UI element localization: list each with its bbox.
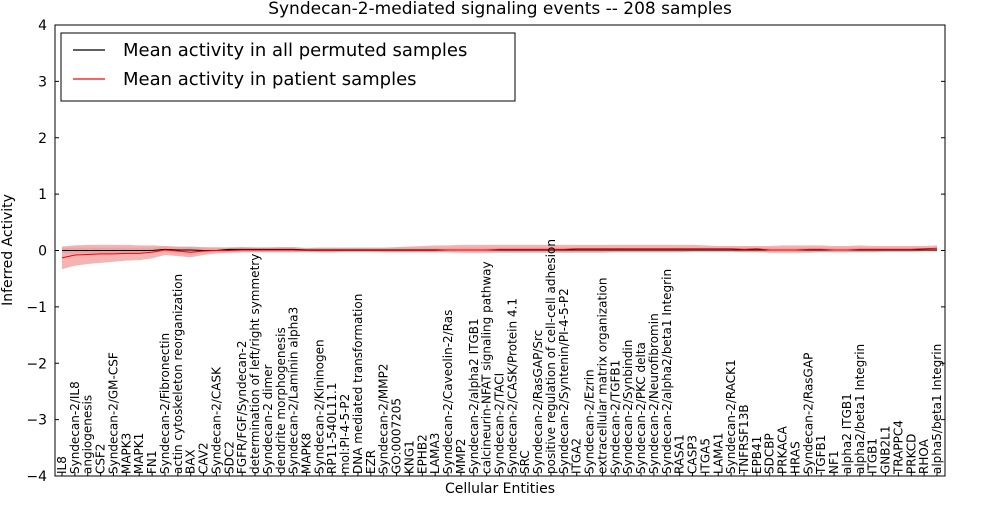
category-label: CSF2 <box>94 443 108 474</box>
category-label: KNG1 <box>402 440 416 474</box>
category-label: calcineurin-NFAT signaling pathway <box>480 261 494 474</box>
legend-label-patient: Mean activity in patient samples <box>123 69 417 90</box>
category-label: TRAPPC4 <box>891 420 905 475</box>
category-label: Syndecan-2/Neurofibromin <box>647 313 661 474</box>
category-label: RASA1 <box>673 434 687 474</box>
category-label: PRKCD <box>904 434 918 474</box>
category-label: EPHB2 <box>415 434 429 474</box>
category-label: RHOA <box>917 438 931 474</box>
category-label: BAX <box>184 449 198 474</box>
category-label: Syndecan-2/TGFB1 <box>608 360 622 474</box>
category-label: EZR <box>364 450 378 474</box>
category-label: MMP2 <box>454 438 468 474</box>
category-label: alpha2 ITGB1 <box>840 393 854 474</box>
y-tick-label: 1 <box>38 187 47 203</box>
category-label: FN1 <box>145 450 159 474</box>
category-label: EPB41 <box>750 436 764 474</box>
y-tick-label: 0 <box>38 244 47 260</box>
category-label: TNFRSF13B <box>737 404 751 475</box>
confidence-bands <box>62 244 937 270</box>
category-label: positive regulation of cell-cell adhesio… <box>544 239 558 474</box>
patient-mean-line <box>61 247 938 259</box>
category-label: Syndecan-2/RACK1 <box>724 359 738 474</box>
category-label: SDCBP <box>763 433 777 474</box>
category-label: Syndecan-2/CASK/Protein 4.1 <box>505 298 519 474</box>
y-tick-label: −3 <box>26 413 47 429</box>
category-label: Syndecan-2/RasGAP <box>801 353 815 474</box>
y-tick-label: −1 <box>26 300 47 316</box>
category-label: Syndecan-2/Fibronectin <box>158 333 172 474</box>
legend: Mean activity in all permuted samples Me… <box>60 32 516 102</box>
patient-band <box>62 244 937 270</box>
category-label: LAMA3 <box>428 433 442 474</box>
category-label: Syndecan-2/Caveolin-2/Ras <box>441 310 455 474</box>
category-label: FGFR/FGF/Syndecan-2 <box>235 341 249 474</box>
category-label: Syndecan-2/RasGAP/Src <box>531 330 545 474</box>
category-label: ITGA5 <box>698 438 712 474</box>
category-label: angiogenesis <box>81 395 95 474</box>
category-label: Syndecan-2/MMP2 <box>377 364 391 474</box>
x-axis-label: Cellular Entities <box>445 481 555 497</box>
category-label: extracellular matrix organization <box>595 277 609 474</box>
category-label: Syndecan-2/Kininogen <box>312 339 326 474</box>
category-label: SRC <box>518 450 532 474</box>
category-label: CASP3 <box>686 435 700 474</box>
category-label: TGFB1 <box>814 435 828 475</box>
legend-box <box>60 32 516 102</box>
category-label: Syndecan-2/Ezrin <box>583 369 597 474</box>
category-label: ITGA2 <box>570 438 584 474</box>
category-label: Syndecan-2 dimer <box>261 364 275 474</box>
category-label: alpha2/beta1 Integrin <box>853 344 867 474</box>
category-label: MAPK8 <box>299 433 313 474</box>
category-label: MAPK1 <box>132 433 146 474</box>
plot-frame <box>54 24 946 477</box>
category-label: Syndecan-2/GM-CSF <box>106 352 120 474</box>
category-label: alpha5/beta1 Integrin <box>930 344 944 474</box>
category-label: dendrite morphogenesis <box>274 327 288 474</box>
y-axis-label: Inferred Activity <box>0 194 16 306</box>
category-label: Syndecan-2/TACI <box>493 373 507 474</box>
legend-label-permuted: Mean activity in all permuted samples <box>123 40 467 61</box>
category-label: DNA mediated transformation <box>351 294 365 474</box>
category-label: Syndecan-2/Syntenin/PI-4-5-P2 <box>557 288 571 474</box>
category-label: GNB2L1 <box>879 426 893 474</box>
category-label: Syndecan-2/alpha2 ITGB1 <box>467 318 481 474</box>
category-label: IL8 <box>55 456 69 474</box>
y-axis-ticks: −4 −3 −2 −1 0 1 2 3 4 <box>26 18 945 485</box>
y-tick-label: 4 <box>38 18 47 34</box>
category-label: Syndecan-2/IL8 <box>68 381 82 474</box>
category-label: Syndecan-2/Synbindin <box>621 340 635 474</box>
category-label: Syndecan-2/CASK <box>209 366 223 474</box>
series-lines <box>61 247 938 259</box>
category-label: actin cytoskeleton reorganization <box>171 274 185 474</box>
category-label: mol:PI-4-5-P2 <box>338 394 352 474</box>
chart-title: Syndecan-2-mediated signaling events -- … <box>268 0 732 19</box>
y-tick-label: −2 <box>26 356 47 372</box>
y-tick-label: 2 <box>38 131 47 147</box>
category-label: Syndecan-2/alpha2/beta1 Integrin <box>660 269 674 474</box>
category-labels: IL8Syndecan-2/IL8angiogenesisCSF2Syndeca… <box>55 239 944 476</box>
category-label: NF1 <box>827 450 841 474</box>
y-tick-label: 3 <box>38 74 47 90</box>
category-label: HRAS <box>788 441 802 474</box>
category-label: MAPK3 <box>119 433 133 474</box>
category-label: PRKACA <box>776 425 790 474</box>
category-label: ITGB1 <box>866 438 880 474</box>
category-label: GO:0007205 <box>390 398 404 474</box>
category-label: CAV2 <box>197 442 211 474</box>
category-label: SDC2 <box>222 441 236 474</box>
category-label: Syndecan-2/PKC delta <box>634 342 648 474</box>
category-label: RP11-540L11.1 <box>325 383 339 474</box>
category-label: LAMA1 <box>711 433 725 474</box>
category-label: Syndecan-2/Laminin alpha3 <box>287 307 301 474</box>
y-tick-label: −4 <box>26 469 47 485</box>
category-label: determination of left/right symmetry <box>248 254 262 474</box>
